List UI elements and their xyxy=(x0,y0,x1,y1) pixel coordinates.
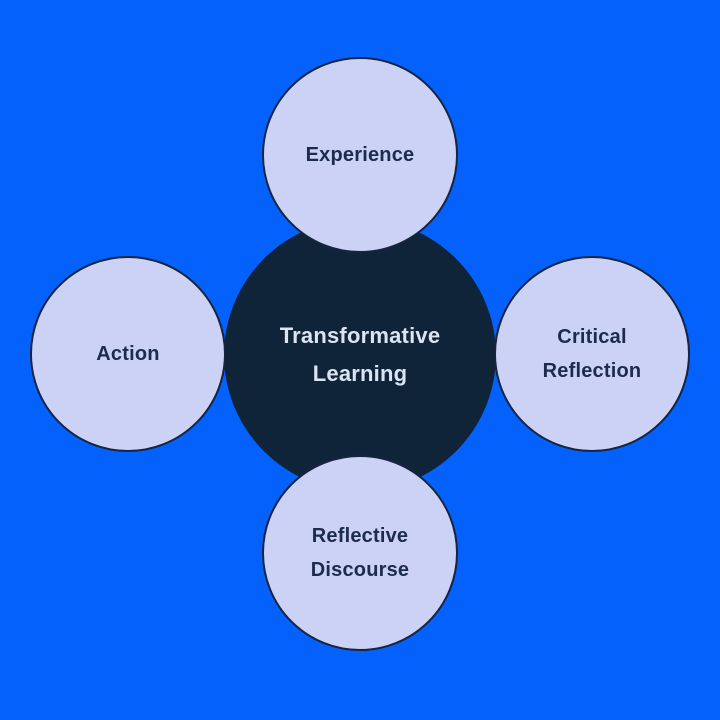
center-node-label: Transformative Learning xyxy=(279,322,441,387)
node-experience: Experience xyxy=(262,57,458,253)
node-reflective-discourse-label: Reflective Discourse xyxy=(310,525,410,581)
node-action-label: Action xyxy=(96,343,160,365)
node-action: Action xyxy=(30,256,226,452)
node-critical-reflection: Critical Reflection xyxy=(494,256,690,452)
node-reflective-discourse: Reflective Discourse xyxy=(262,455,458,651)
center-node-transformative-learning: Transformative Learning xyxy=(224,219,496,491)
node-critical-reflection-label: Critical Reflection xyxy=(542,326,642,382)
node-experience-label: Experience xyxy=(305,144,415,166)
